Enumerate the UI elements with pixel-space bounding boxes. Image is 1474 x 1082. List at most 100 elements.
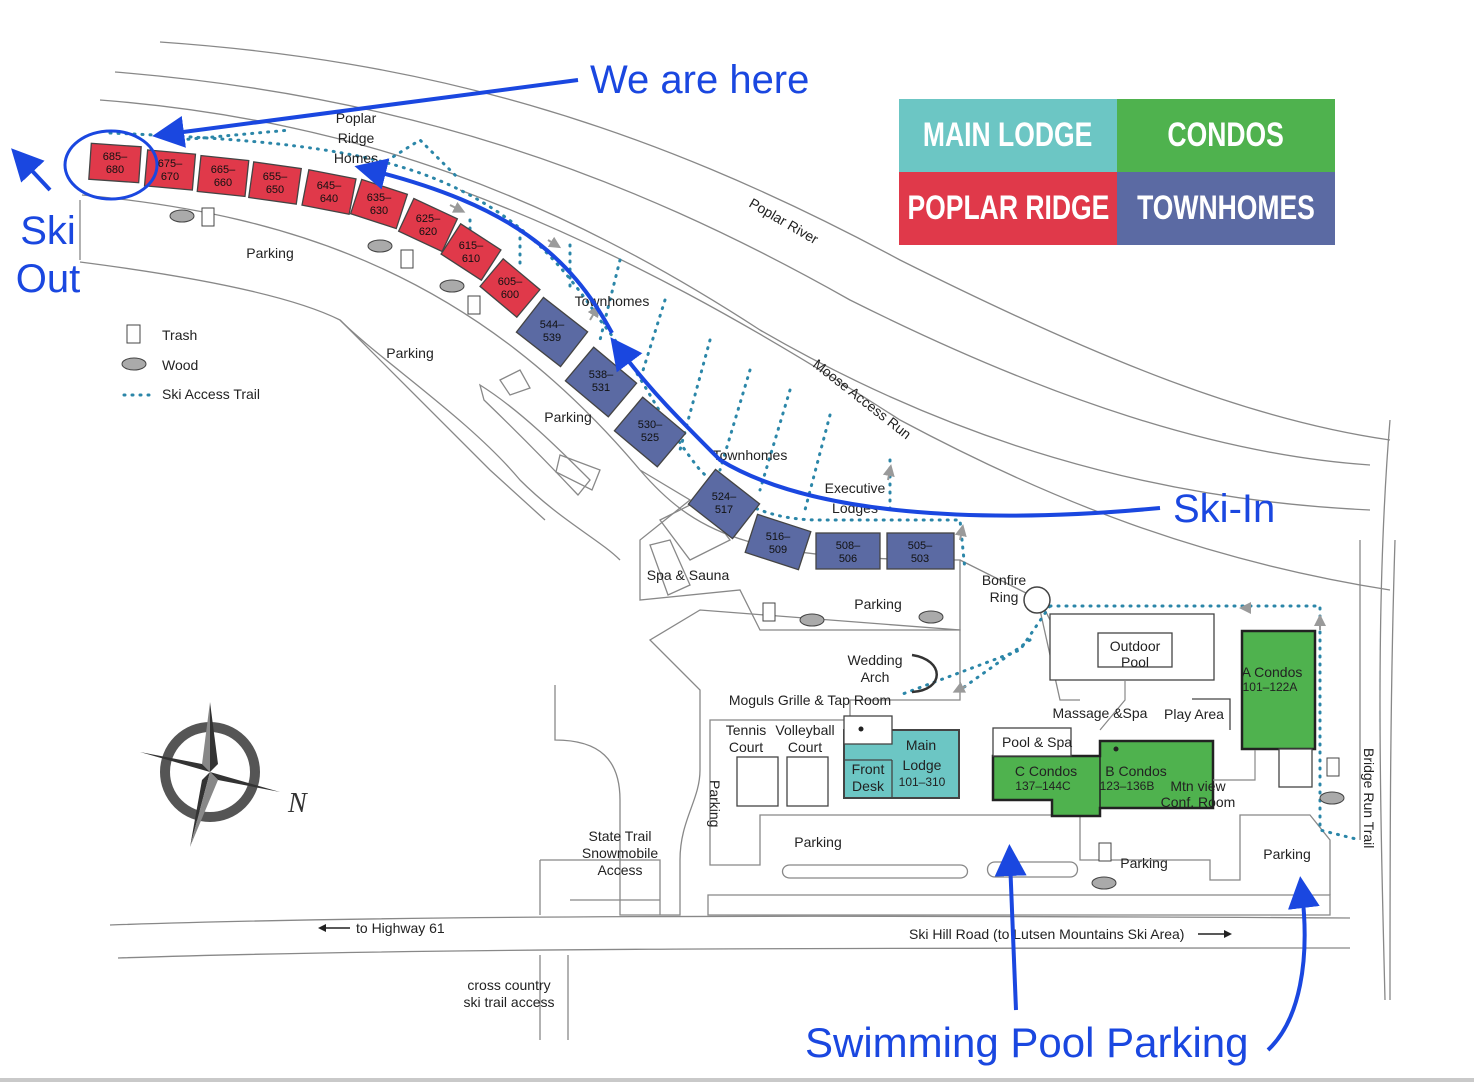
trail-arrows (449, 201, 1326, 693)
svg-text:530–525: 530–525 (638, 419, 663, 444)
svg-text:655–650: 655–650 (263, 171, 288, 196)
svg-text:538–531: 538–531 (589, 369, 614, 394)
amenity-icons (169, 207, 1345, 890)
map-key: Trash Wood Ski Access Trail (121, 324, 260, 402)
svg-text:Parking: Parking (1120, 855, 1167, 871)
trash-icon (1098, 842, 1112, 862)
svg-text:Access: Access (597, 862, 642, 878)
unit-530-525[interactable]: 530–525 (613, 396, 687, 468)
trash-icon (201, 207, 215, 227)
poplar-buildings: 685–680 675–670 665–660 655–650 645–640 … (88, 142, 955, 571)
unit-645-640[interactable]: 645–640 (301, 168, 357, 216)
svg-text:Parking: Parking (854, 596, 901, 612)
unit-665-660[interactable]: 665–660 (196, 154, 250, 198)
svg-text:Conf. Room: Conf. Room (1161, 794, 1236, 810)
trash-icon (400, 249, 414, 269)
svg-text:Tennis: Tennis (726, 722, 766, 738)
svg-text:Bridge Run Trail: Bridge Run Trail (1361, 748, 1377, 848)
volleyball-court[interactable] (786, 756, 829, 807)
we-are-here-label: We are here (590, 58, 809, 102)
svg-text:625–620: 625–620 (416, 213, 441, 238)
svg-text:137–144C: 137–144C (1015, 779, 1071, 793)
key-wood: Wood (162, 357, 198, 373)
svg-text:Moguls Grille & Tap Room: Moguls Grille & Tap Room (729, 692, 891, 708)
svg-text:Townhomes: Townhomes (575, 293, 650, 309)
unit-544-539[interactable]: 544–539 (515, 296, 589, 368)
unit-538-531[interactable]: 538–531 (564, 346, 638, 418)
unit-524-517[interactable]: 524–517 (687, 468, 761, 540)
svg-text:516–509: 516–509 (766, 531, 791, 556)
svg-text:A Condos: A Condos (1242, 664, 1303, 680)
trash-icon (1326, 757, 1340, 777)
key-trash: Trash (162, 327, 197, 343)
key-trail: Ski Access Trail (162, 386, 260, 402)
svg-text:Homes: Homes (334, 150, 378, 166)
svg-text:605–600: 605–600 (498, 276, 523, 301)
unit-675-670[interactable]: 675–670 (143, 149, 197, 191)
svg-text:C Condos: C Condos (1015, 763, 1077, 779)
blue-annotations: We are here Ski Out Ski-In Swimming Pool… (11, 58, 1320, 1066)
wood-icon (367, 239, 393, 253)
wood-icon (799, 613, 825, 627)
color-legend: MAIN LODGE CONDOS POPLAR RIDGE TOWNHOMES (899, 99, 1335, 245)
svg-text:675–670: 675–670 (158, 158, 183, 183)
legend-main-lodge: MAIN LODGE (899, 99, 1117, 172)
unit-625-620[interactable]: 625–620 (397, 197, 459, 253)
svg-text:Outdoor: Outdoor (1110, 638, 1161, 654)
unit-508-506[interactable]: 508–506 (815, 532, 881, 570)
unit-635-630[interactable]: 635–630 (349, 178, 409, 230)
svg-text:Parking: Parking (246, 245, 293, 261)
svg-text:615–610: 615–610 (459, 240, 484, 265)
svg-text:Ridge: Ridge (338, 130, 375, 146)
svg-text:Townhomes: Townhomes (713, 447, 788, 463)
wood-icon (1091, 876, 1117, 890)
ski-out-label-1: Ski (20, 209, 76, 253)
unit-505-503[interactable]: 505–503 (886, 532, 955, 570)
wood-icon (439, 279, 465, 293)
svg-text:Poplar River: Poplar River (747, 195, 822, 248)
svg-text:Snowmobile: Snowmobile (582, 845, 658, 861)
svg-text:Parking: Parking (386, 345, 433, 361)
svg-text:State Trail: State Trail (588, 828, 651, 844)
trash-icon (762, 602, 776, 622)
svg-text:Court: Court (729, 739, 763, 755)
svg-text:Play Area: Play Area (1164, 706, 1224, 722)
svg-text:Main: Main (906, 737, 936, 753)
svg-text:to Highway 61: to Highway 61 (356, 920, 445, 936)
wood-icon (1319, 791, 1345, 805)
trash-icon (126, 324, 141, 344)
svg-text:Executive: Executive (825, 480, 886, 496)
svg-text:ski trail access: ski trail access (463, 994, 554, 1010)
unit-685-680[interactable]: 685–680 (88, 142, 142, 184)
svg-text:524–517: 524–517 (712, 491, 737, 516)
legend-condos: CONDOS (1117, 99, 1335, 172)
unit-615-610[interactable]: 615–610 (440, 222, 502, 282)
svg-text:Ski Hill Road (to Lutsen Moun: Ski Hill Road (to Lutsen Mountains Ski A… (909, 926, 1184, 942)
wedding-arch[interactable] (911, 653, 938, 694)
tennis-court[interactable] (736, 756, 779, 807)
unit-516-509[interactable]: 516–509 (744, 513, 812, 571)
svg-text:Lodge: Lodge (903, 757, 942, 773)
wood-icon (121, 357, 147, 371)
svg-text:Pool: Pool (1121, 654, 1149, 670)
trash-icon (467, 295, 481, 315)
svg-text:635–630: 635–630 (367, 192, 392, 217)
svg-text:Parking: Parking (544, 409, 591, 425)
unit-605-600[interactable]: 605–600 (479, 257, 541, 319)
swimming-pool-parking-label: Swimming Pool Parking (805, 1019, 1249, 1066)
roads (79, 194, 1361, 1040)
svg-text:Arch: Arch (861, 669, 890, 685)
bonfire-ring[interactable] (1023, 586, 1051, 614)
svg-text:Volleyball: Volleyball (775, 722, 834, 738)
unit-655-650[interactable]: 655–650 (247, 161, 303, 205)
svg-text:Court: Court (788, 739, 822, 755)
svg-text:101–122A: 101–122A (1243, 680, 1298, 694)
unit-label: 685–680 (103, 151, 128, 176)
svg-text:508–506: 508–506 (836, 540, 861, 565)
svg-text:101–310: 101–310 (899, 775, 946, 789)
svg-text:Parking: Parking (1263, 846, 1310, 862)
ski-in-label: Ski-In (1173, 487, 1275, 531)
svg-text:Front: Front (852, 761, 885, 777)
svg-text:Massage &Spa: Massage &Spa (1053, 705, 1148, 721)
